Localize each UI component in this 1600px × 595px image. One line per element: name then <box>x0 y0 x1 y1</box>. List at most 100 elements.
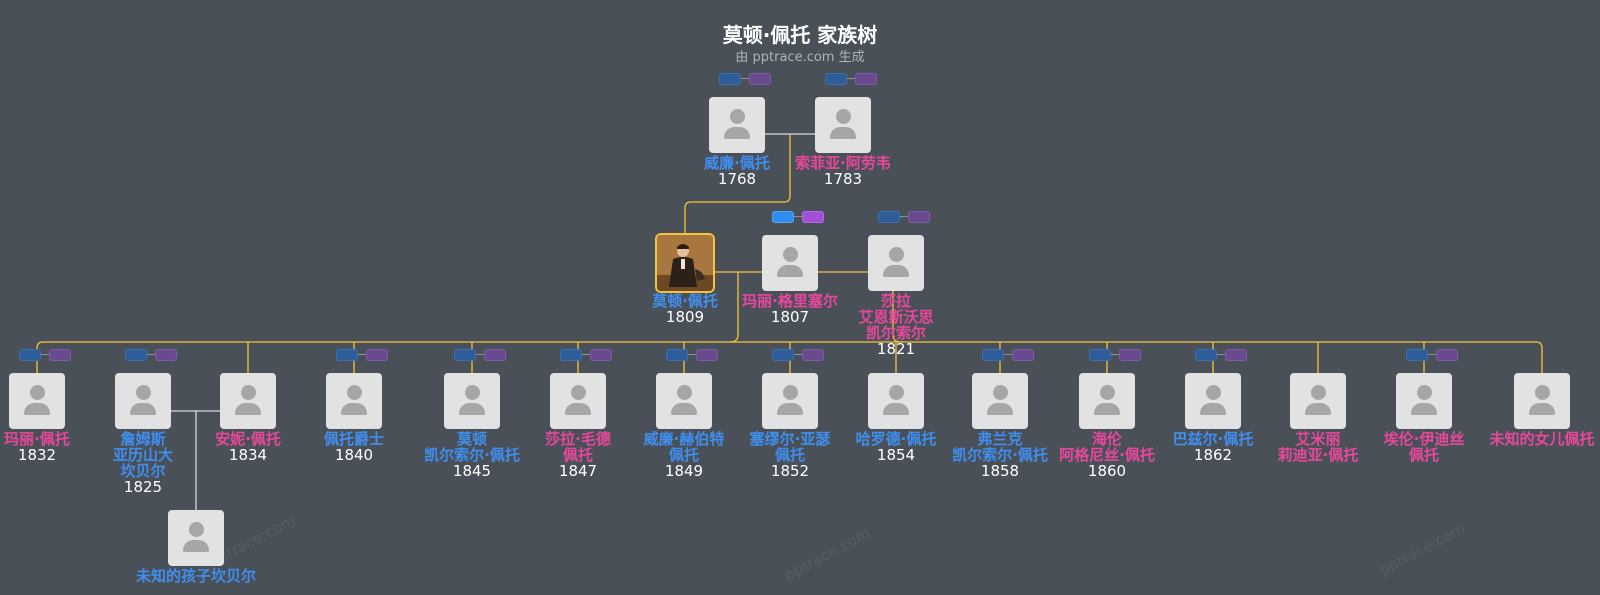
person-silhouette-icon[interactable] <box>709 97 765 153</box>
person-silhouette-icon[interactable] <box>656 373 712 429</box>
show-father-button[interactable] <box>1195 349 1217 361</box>
show-father-button[interactable] <box>336 349 358 361</box>
person-silhouette-icon[interactable] <box>115 373 171 429</box>
person-silhouette-icon[interactable] <box>1514 373 1570 429</box>
show-mother-button[interactable] <box>802 349 824 361</box>
show-mother-button[interactable] <box>749 73 771 85</box>
person-name[interactable]: 莎拉 艾恩斯沃思 凯尔索尔 <box>858 292 934 342</box>
person-silhouette-icon[interactable] <box>815 97 871 153</box>
person-silhouette-icon[interactable] <box>444 373 500 429</box>
person-name[interactable]: 佩托爵士 <box>323 430 384 448</box>
show-mother-button[interactable] <box>366 349 388 361</box>
person-name[interactable]: 艾米丽 莉迪亚·佩托 <box>1277 430 1359 464</box>
parent-toggle-james <box>125 349 179 361</box>
person-name[interactable]: 玛丽·格里塞尔 <box>742 292 838 310</box>
person-name[interactable]: 哈罗德·佩托 <box>855 430 937 448</box>
show-father-button[interactable] <box>878 211 900 223</box>
person-name[interactable]: 塞缪尔·亚瑟 佩托 <box>749 430 831 464</box>
show-father-button[interactable] <box>560 349 582 361</box>
show-father-button[interactable] <box>982 349 1004 361</box>
pill-connector <box>1217 354 1225 355</box>
show-father-button[interactable] <box>19 349 41 361</box>
show-mother-button[interactable] <box>49 349 71 361</box>
show-father-button[interactable] <box>719 73 741 85</box>
person-silhouette-icon[interactable] <box>762 235 818 291</box>
person-silhouette-icon[interactable] <box>1079 373 1135 429</box>
show-father-button[interactable] <box>666 349 688 361</box>
person-silhouette-icon[interactable] <box>220 373 276 429</box>
show-mother-button[interactable] <box>1436 349 1458 361</box>
show-father-button[interactable] <box>772 211 794 223</box>
show-father-button[interactable] <box>125 349 147 361</box>
person-name[interactable]: 埃伦·伊迪丝 佩托 <box>1383 430 1465 464</box>
person-silhouette-icon[interactable] <box>868 235 924 291</box>
show-mother-button[interactable] <box>908 211 930 223</box>
person-card-unknown-daughter[interactable]: 未知的女儿佩托 <box>1462 373 1600 447</box>
person-name[interactable]: 莎拉·毛德 佩托 <box>545 430 611 464</box>
show-mother-button[interactable] <box>855 73 877 85</box>
show-mother-button[interactable] <box>484 349 506 361</box>
person-card-emily[interactable]: 艾米丽 莉迪亚·佩托 <box>1238 373 1398 463</box>
show-mother-button[interactable] <box>1225 349 1247 361</box>
show-mother-button[interactable] <box>155 349 177 361</box>
person-name[interactable]: 莫顿 凯尔索尔·佩托 <box>424 430 520 464</box>
show-mother-button[interactable] <box>696 349 718 361</box>
show-father-button[interactable] <box>1406 349 1428 361</box>
silhouette-head <box>677 385 692 400</box>
person-name[interactable]: 未知的孩子坎贝尔 <box>135 567 256 585</box>
parent-toggle-sophia <box>825 73 879 85</box>
pill-connector <box>582 354 590 355</box>
show-father-button[interactable] <box>454 349 476 361</box>
person-name[interactable]: 玛丽·佩托 <box>4 430 70 448</box>
show-father-button[interactable] <box>772 349 794 361</box>
person-card-unknown-child[interactable]: 未知的孩子坎贝尔 <box>116 510 276 584</box>
show-mother-button[interactable] <box>1119 349 1141 361</box>
person-silhouette-icon[interactable] <box>762 373 818 429</box>
show-father-button[interactable] <box>1089 349 1111 361</box>
person-name[interactable]: 詹姆斯 亚历山大 坎贝尔 <box>112 430 173 480</box>
person-name[interactable]: 未知的女儿佩托 <box>1489 430 1595 448</box>
silhouette-body <box>1529 403 1555 415</box>
person-silhouette-icon[interactable] <box>9 373 65 429</box>
show-mother-button[interactable] <box>590 349 612 361</box>
person-silhouette-icon[interactable] <box>1396 373 1452 429</box>
person-name[interactable]: 威廉·佩托 <box>704 154 770 172</box>
person-card-ellen[interactable]: 埃伦·伊迪丝 佩托 <box>1344 373 1504 463</box>
person-name[interactable]: 威廉·赫伯特 佩托 <box>643 430 725 464</box>
show-mother-button[interactable] <box>802 211 824 223</box>
person-name[interactable]: 莫顿·佩托 <box>652 292 718 310</box>
person-name[interactable]: 弗兰克 凯尔索尔·佩托 <box>952 430 1048 464</box>
person-name[interactable]: 索菲亚·阿劳韦 <box>795 154 891 172</box>
person-silhouette-icon[interactable] <box>972 373 1028 429</box>
person-name[interactable]: 安妮·佩托 <box>215 430 281 448</box>
show-mother-button[interactable] <box>1012 349 1034 361</box>
person-silhouette-icon[interactable] <box>550 373 606 429</box>
person-name[interactable]: 巴兹尔·佩托 <box>1172 430 1254 448</box>
person-silhouette-icon[interactable] <box>1185 373 1241 429</box>
person-silhouette-icon[interactable] <box>1290 373 1346 429</box>
person-silhouette-icon[interactable] <box>868 373 924 429</box>
person-silhouette-icon[interactable] <box>168 510 224 566</box>
portrait-photo[interactable] <box>657 235 713 291</box>
show-father-button[interactable] <box>825 73 847 85</box>
person-silhouette-icon[interactable] <box>326 373 382 429</box>
person-name[interactable]: 海伦 阿格尼丝·佩托 <box>1059 430 1155 464</box>
